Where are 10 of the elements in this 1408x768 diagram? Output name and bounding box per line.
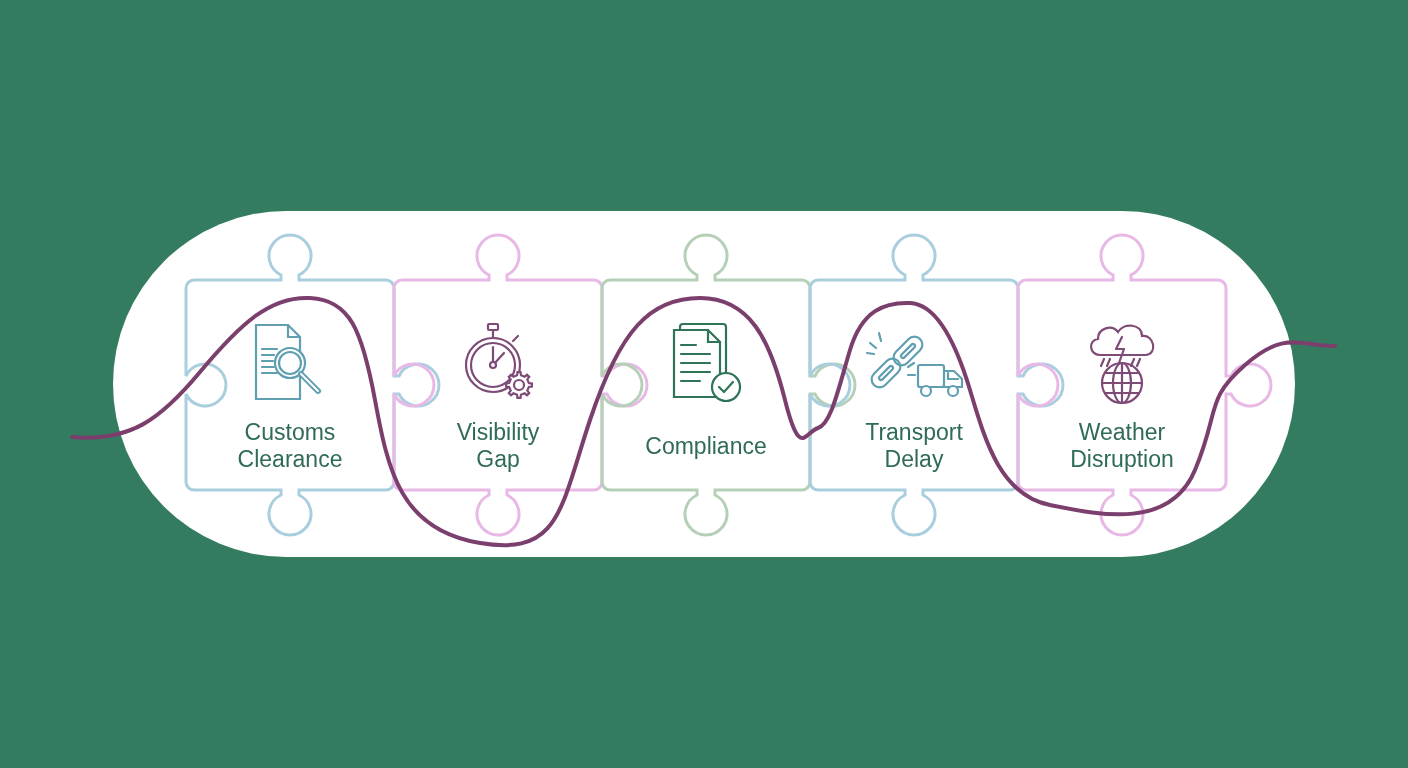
puzzle-piece: [394, 232, 648, 538]
puzzle-piece: [186, 232, 440, 538]
piece-label: Visibility Gap: [456, 419, 540, 473]
puzzle-piece: [810, 232, 1064, 538]
puzzle-piece: [602, 232, 856, 538]
piece-label: Customs Clearance: [237, 419, 343, 473]
piece-label: Weather Disruption: [1070, 419, 1174, 473]
piece-label: Compliance: [645, 432, 767, 460]
piece-label: Transport Delay: [865, 419, 963, 473]
puzzle-piece: [1018, 232, 1272, 538]
